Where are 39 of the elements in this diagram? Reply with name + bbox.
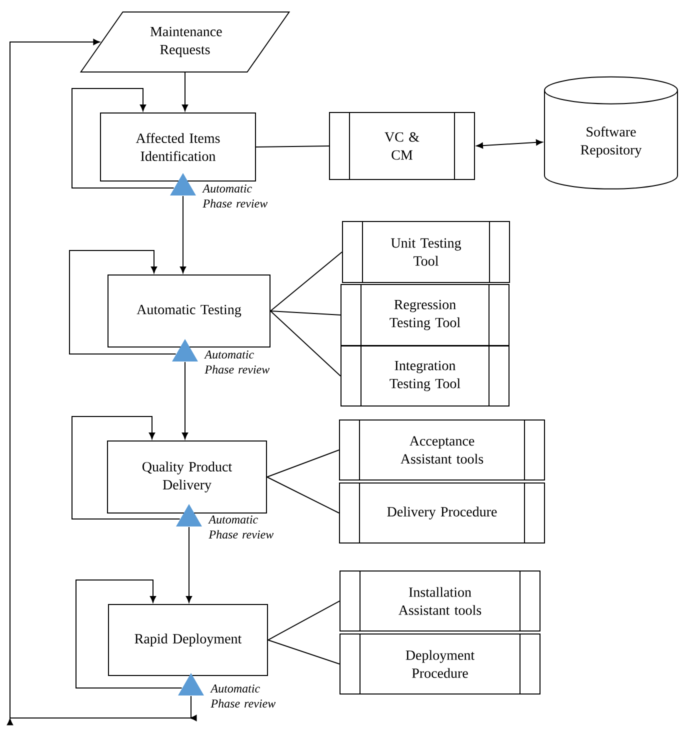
connector-line xyxy=(270,310,341,316)
database-cylinder: Software Repository xyxy=(544,76,678,190)
tool-box: Acceptance Assistant tools xyxy=(339,420,545,480)
arrow xyxy=(476,139,543,149)
process-box: Rapid Deployment xyxy=(108,604,268,676)
predefined-process-box: VC & CM xyxy=(329,112,475,180)
connector-line xyxy=(266,476,340,514)
process-box: Affected Items Identification xyxy=(100,112,256,182)
connector-line xyxy=(256,146,330,148)
tool-box: Integration Testing Tool xyxy=(340,346,510,406)
process-box: Automatic Testing xyxy=(108,274,270,348)
review-triangle xyxy=(170,173,196,196)
arrow xyxy=(72,416,180,520)
tool-box: Deployment Procedure xyxy=(340,634,540,694)
phase-review-label: Automatic Phase review xyxy=(204,350,270,374)
phase-review-label: Automatic Phase review xyxy=(210,684,276,708)
review-triangle xyxy=(178,673,204,696)
phase-review-label: Automatic Phase review xyxy=(208,516,274,539)
tool-box: Unit Testing Tool xyxy=(342,221,510,283)
connector-line xyxy=(268,600,340,640)
arrow xyxy=(180,196,186,274)
arrow xyxy=(69,250,176,354)
process-box: Quality Product Delivery xyxy=(107,440,267,514)
connector-line xyxy=(270,310,341,376)
tool-box: Regression Testing Tool xyxy=(340,284,510,346)
arrow xyxy=(182,72,188,112)
review-triangle xyxy=(172,339,198,362)
connector-line xyxy=(266,450,340,478)
tool-box: Delivery Procedure xyxy=(339,482,545,544)
phase-review-label: Automatic Phase review xyxy=(202,184,268,208)
connector-line xyxy=(268,640,340,664)
connector-line xyxy=(270,252,342,312)
review-triangle xyxy=(176,504,202,526)
arrow xyxy=(76,580,182,688)
arrow xyxy=(182,362,188,440)
arrow xyxy=(186,526,192,603)
arrow xyxy=(6,38,197,726)
tool-box: Installation Assistant tools xyxy=(340,570,540,632)
arrow xyxy=(72,88,174,188)
